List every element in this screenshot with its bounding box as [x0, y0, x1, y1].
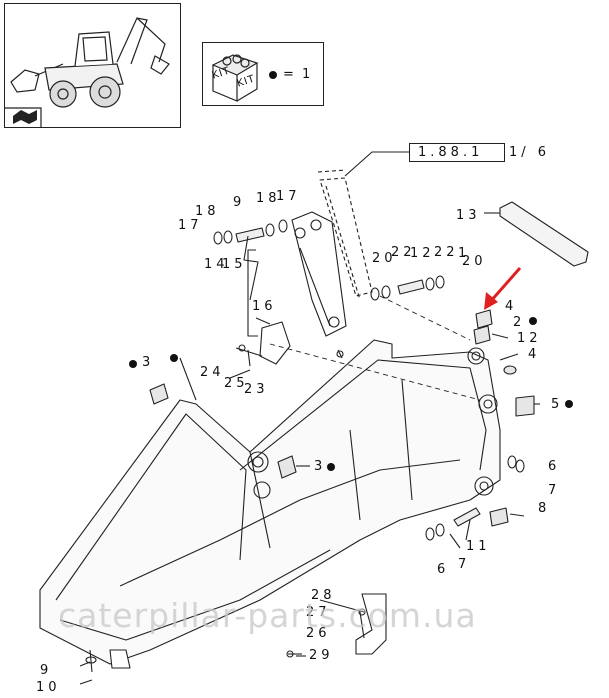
machine-thumbnail: [4, 3, 181, 128]
callout-1: 1: [458, 246, 471, 261]
kit-box-icon: [211, 54, 277, 102]
callout-25: 25: [224, 376, 249, 391]
reference-code: 1.88.1: [418, 145, 484, 160]
kit-legend-text: = 1: [283, 67, 313, 82]
callout-13: 13: [456, 208, 481, 223]
pin-12: [397, 279, 425, 295]
kit-bullets: [129, 317, 573, 471]
callout-17b: 17: [276, 189, 301, 204]
callout-20b: 20: [462, 254, 487, 269]
callout-18a: 18: [195, 204, 220, 219]
callout-9b: 9: [40, 663, 53, 678]
callout-7a: 7: [548, 483, 561, 498]
bracket-16: [259, 321, 291, 365]
callout-22b: 22: [434, 245, 459, 260]
reference-code-box[interactable]: 1.88.1: [409, 143, 505, 162]
bracket-26: [355, 593, 387, 655]
backhoe-loader-illustration: [5, 17, 170, 127]
callout-27: 27: [306, 605, 331, 620]
callout-6a: 6: [548, 459, 561, 474]
callout-22a: 22: [391, 245, 416, 260]
callout-10: 10: [36, 680, 61, 695]
callout-16: 16: [252, 299, 277, 314]
callout-2: 2: [513, 315, 526, 330]
callout-9: 9: [233, 195, 246, 210]
callout-6b: 6: [437, 562, 450, 577]
callout-3a: 3: [142, 355, 155, 370]
red-arrow-indicator: [484, 267, 522, 310]
callout-18b: 18: [256, 191, 281, 206]
callout-3b: 3: [314, 459, 327, 474]
callout-28: 28: [311, 588, 336, 603]
callout-29: 29: [309, 648, 334, 663]
callout-7b: 7: [458, 557, 471, 572]
callout-20a: 20: [372, 251, 397, 266]
callout-4a: 4: [505, 299, 518, 314]
callout-24: 24: [200, 365, 225, 380]
callout-14: 14: [204, 257, 229, 272]
pin-9: [235, 227, 265, 243]
reference-leader-line: [344, 151, 409, 177]
reference-page: 1/ 6: [509, 145, 551, 160]
kit-bullet-icon: [269, 71, 277, 79]
callout-17a: 17: [178, 218, 203, 233]
bar-13: [499, 201, 589, 267]
callout-26: 26: [306, 626, 331, 641]
callout-12a: 12: [410, 246, 435, 261]
pivot-link: [291, 211, 347, 337]
callout-23: 23: [244, 382, 269, 397]
callout-4b: 4: [528, 347, 541, 362]
callout-5: 5: [551, 397, 564, 412]
callout-11: 11: [466, 539, 491, 554]
callout-15: 15: [222, 257, 247, 272]
ghost-cylinder: [317, 169, 373, 301]
callout-12b: 12: [517, 331, 542, 346]
watermark-text: caterpillar-parts.com.ua: [58, 596, 477, 635]
pin-11: [453, 507, 481, 527]
callout-8: 8: [538, 501, 551, 516]
kit-legend: KIT KIT = 1: [202, 42, 324, 106]
